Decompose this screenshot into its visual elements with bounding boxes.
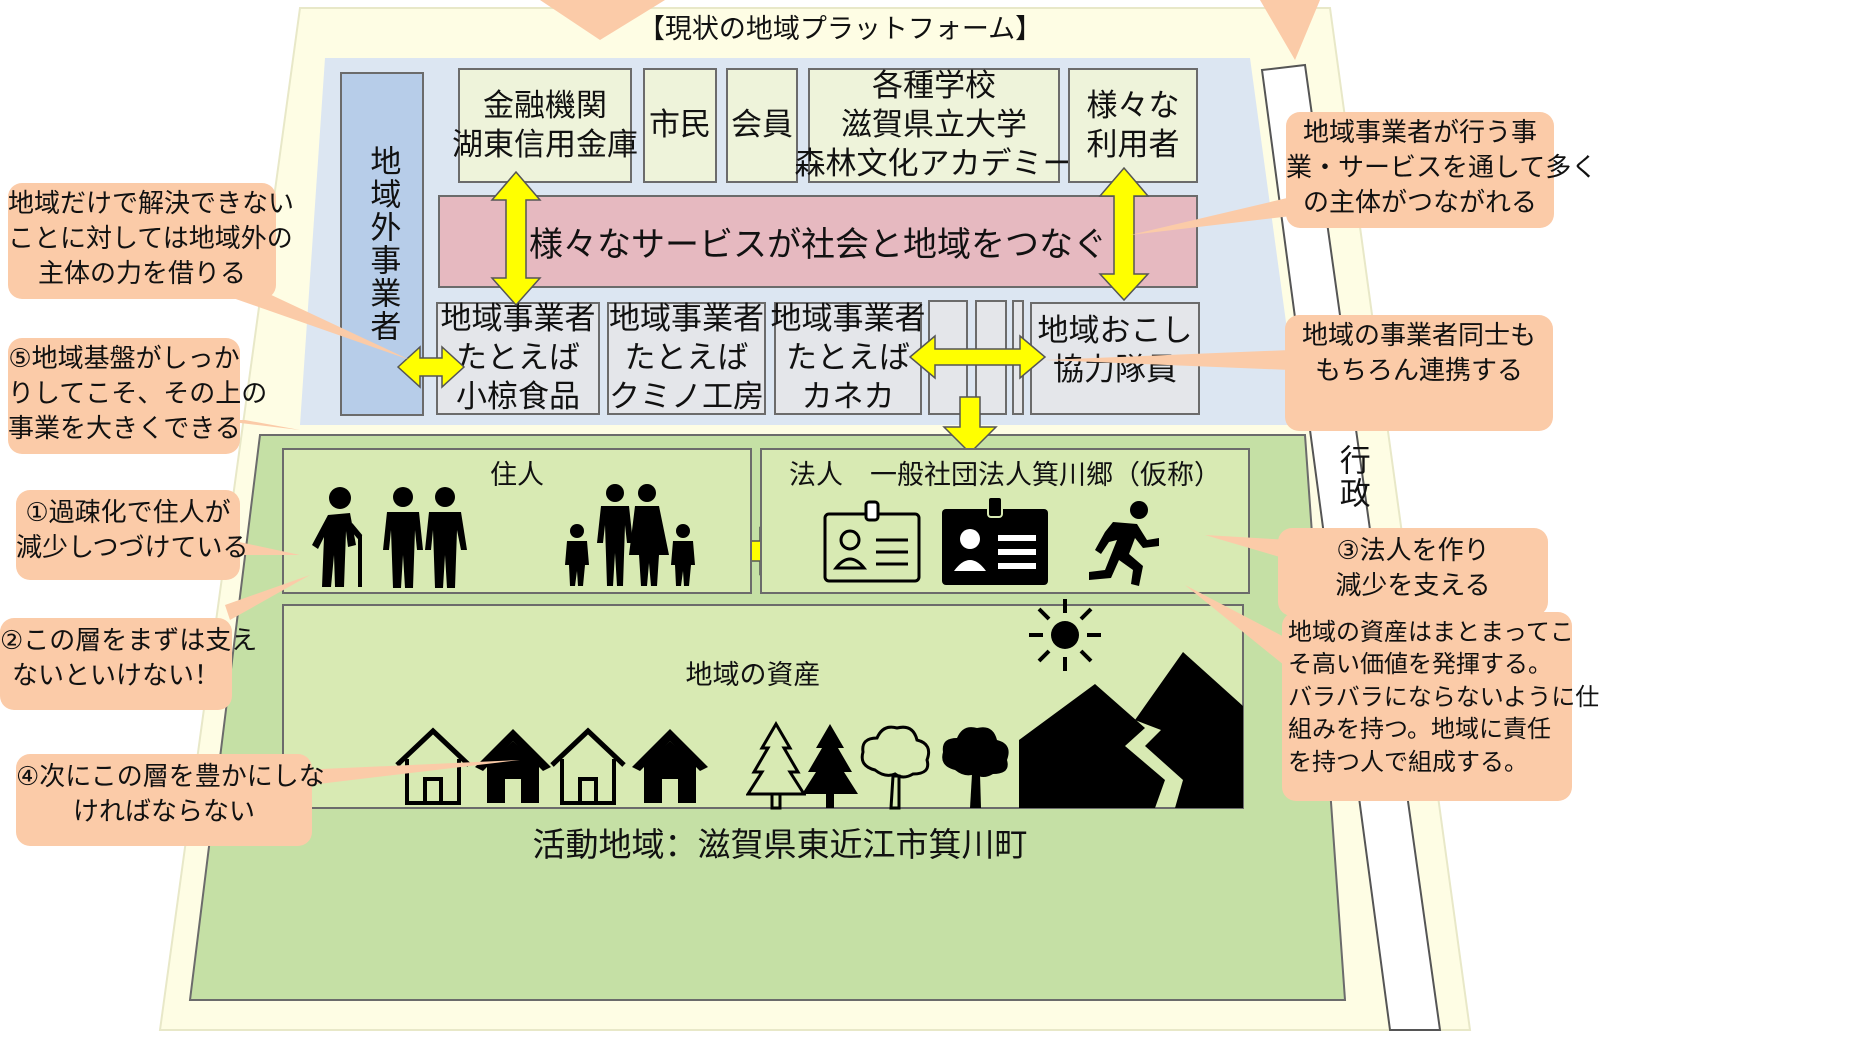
local-business-2: 地域事業者 たとえば クミノ工房 (607, 301, 766, 415)
finance-box: 金融機関 湖東信用金庫 (452, 68, 638, 183)
callout-3-line-2: 減少を支える (1335, 571, 1491, 602)
callout-assets-line-1: 地域の資産はまとまってこ (1288, 618, 1574, 646)
house-filled-icon-2 (632, 729, 708, 803)
local-business-5 (975, 300, 1007, 415)
lb3-line-2: たとえば (786, 340, 910, 377)
callout-4-line-1: ④次にこの層を豊かにしな (16, 762, 325, 792)
broadleaf-tree-outline-icon (860, 725, 931, 810)
finance-label-1: 金融機関 (483, 87, 607, 124)
callout-5: ⑤地域基盤がしっか りしてこそ、その上の 事業を大きくできる (8, 338, 268, 454)
sun-icon (1029, 599, 1101, 671)
citizen-label: 市民 (649, 107, 711, 144)
callout-2: ②この層をまずは支え ないといけない！ (0, 618, 258, 710)
lb1-line-2: たとえば (456, 340, 580, 377)
residents-box: 住人 (282, 448, 752, 594)
callout-outside: 地域だけで解決できない ことに対しては地域外の 主体の力を借りる (8, 183, 295, 299)
house-outline-icon (395, 727, 471, 805)
callout-5-line-1: ⑤地域基盤がしっか (8, 344, 240, 374)
callout-services-line-2: 業・サービスを通して多く (1286, 153, 1598, 184)
service-band-label: 様々なサービスが社会と地域をつなぐ (529, 225, 1107, 265)
callout-assets-line-3: バラバラにならないように仕 (1288, 682, 1600, 711)
house-filled-icon (475, 729, 551, 803)
local-business-3: 地域事業者 たとえば カネカ (771, 301, 926, 415)
outside-businesses-column: 地域外事業者 (340, 72, 424, 416)
government-label: 行政 (1333, 444, 1370, 510)
chiiki-okoshi-box: 地域おこし 協力隊員 (1030, 302, 1200, 415)
callout-2-line-1: ②この層をまずは支え (0, 626, 258, 656)
lb2-line-3: クミノ工房 (609, 378, 764, 415)
running-person-icon (1089, 501, 1159, 586)
family-icon (565, 484, 695, 586)
callout-outside-line-1: 地域だけで解決できない (8, 189, 295, 219)
lb1-line-3: 小椋食品 (456, 378, 580, 415)
schools-label-3: 森林文化アカデミー (794, 145, 1074, 182)
callout-assets-line-5: を持つ人で組成する。 (1288, 747, 1528, 776)
chiiki-okoshi-line-1: 地域おこし (1037, 313, 1193, 349)
schools-label-2: 滋賀県立大学 (841, 107, 1027, 144)
callout-coop: 地域の事業者同士も もちろん連携する (1285, 315, 1553, 431)
member-box: 会員 (726, 68, 798, 183)
callout-assets-line-2: そ高い価値を発揮する。 (1288, 650, 1552, 679)
service-band: 様々なサービスが社会と地域をつなぐ (438, 195, 1198, 288)
finance-label-2: 湖東信用金庫 (452, 126, 638, 163)
users-label-1: 様々な (1086, 87, 1180, 124)
local-business-4 (928, 300, 968, 415)
citizen-box: 市民 (643, 68, 717, 183)
assets-title: 地域の資産 (685, 660, 821, 691)
broadleaf-tree-filled-icon (942, 727, 1009, 808)
corporation-title: 法人 一般社団法人箕川郷（仮称） (789, 460, 1221, 491)
callout-2-line-2: ないといけない！ (11, 661, 220, 692)
elderly-with-cane-icon (312, 487, 363, 587)
residents-title: 住人 (490, 460, 544, 491)
callout-4: ④次にこの層を豊かにしな ければならない (16, 754, 325, 846)
callout-5-line-3: 事業を大きくできる (8, 414, 241, 445)
chiiki-okoshi-line-2: 協力隊員 (1053, 351, 1177, 388)
local-business-6 (1012, 300, 1024, 415)
users-box: 様々な 利用者 (1068, 68, 1198, 183)
mountains-icon (1019, 652, 1243, 808)
pine-tree-outline-icon (746, 721, 806, 810)
local-business-1: 地域事業者 たとえば 小椋食品 (436, 301, 600, 415)
callout-1-line-1: ①過疎化で住人が (25, 498, 231, 528)
callout-1: ①過疎化で住人が 減少しつづけている (16, 490, 249, 580)
id-card-filled-icon (942, 496, 1048, 585)
page-title: 【現状の地域プラットフォーム】 (637, 14, 1043, 45)
activity-area-label: 活動地域：滋賀県東近江市箕川町 (532, 825, 1028, 864)
pine-tree-filled-icon (802, 724, 858, 808)
callout-services: 地域事業者が行う事 業・サービスを通して多く の主体がつながれる (1286, 112, 1598, 228)
callout-4-line-2: ければならない (72, 797, 255, 828)
callout-coop-line-1: 地域の事業者同士も (1301, 321, 1536, 351)
member-label: 会員 (731, 107, 793, 144)
lb3-line-1: 地域事業者 (770, 301, 926, 338)
schools-box: 各種学校 滋賀県立大学 森林文化アカデミー (795, 68, 1074, 183)
id-card-outline-icon (823, 500, 921, 583)
elderly-couple-icon (383, 487, 467, 588)
lb2-line-2: たとえば (624, 340, 749, 377)
callout-5-line-2: りしてこそ、その上の (8, 379, 268, 410)
users-label-2: 利用者 (1086, 126, 1180, 163)
callout-3: ③法人を作り 減少を支える (1278, 528, 1548, 616)
callout-services-line-1: 地域事業者が行う事 (1302, 118, 1537, 148)
callout-3-line-1: ③法人を作り (1336, 536, 1490, 566)
callout-1-line-2: 減少しつづけている (16, 533, 249, 564)
lb2-line-1: 地域事業者 (609, 301, 764, 338)
callout-coop-line-2: もちろん連携する (1314, 356, 1523, 387)
lb1-line-1: 地域事業者 (440, 301, 596, 338)
callout-assets-line-4: 組みを持つ。地域に責任 (1288, 715, 1552, 744)
outside-businesses-label: 地域外事業者 (364, 145, 401, 343)
lb3-line-3: カネカ (801, 378, 895, 415)
callout-services-line-3: の主体がつながれる (1302, 188, 1537, 219)
house-outline-icon-2 (550, 727, 626, 805)
callout-outside-line-3: 主体の力を借りる (37, 259, 246, 290)
schools-label-1: 各種学校 (872, 68, 996, 105)
callout-outside-line-2: ことに対しては地域外の (8, 224, 293, 255)
callout-assets: 地域の資産はまとまってこ そ高い価値を発揮する。 バラバラにならないように仕 組… (1282, 612, 1600, 801)
top-left-arrow (540, 0, 665, 40)
top-right-arrow (1260, 0, 1320, 60)
